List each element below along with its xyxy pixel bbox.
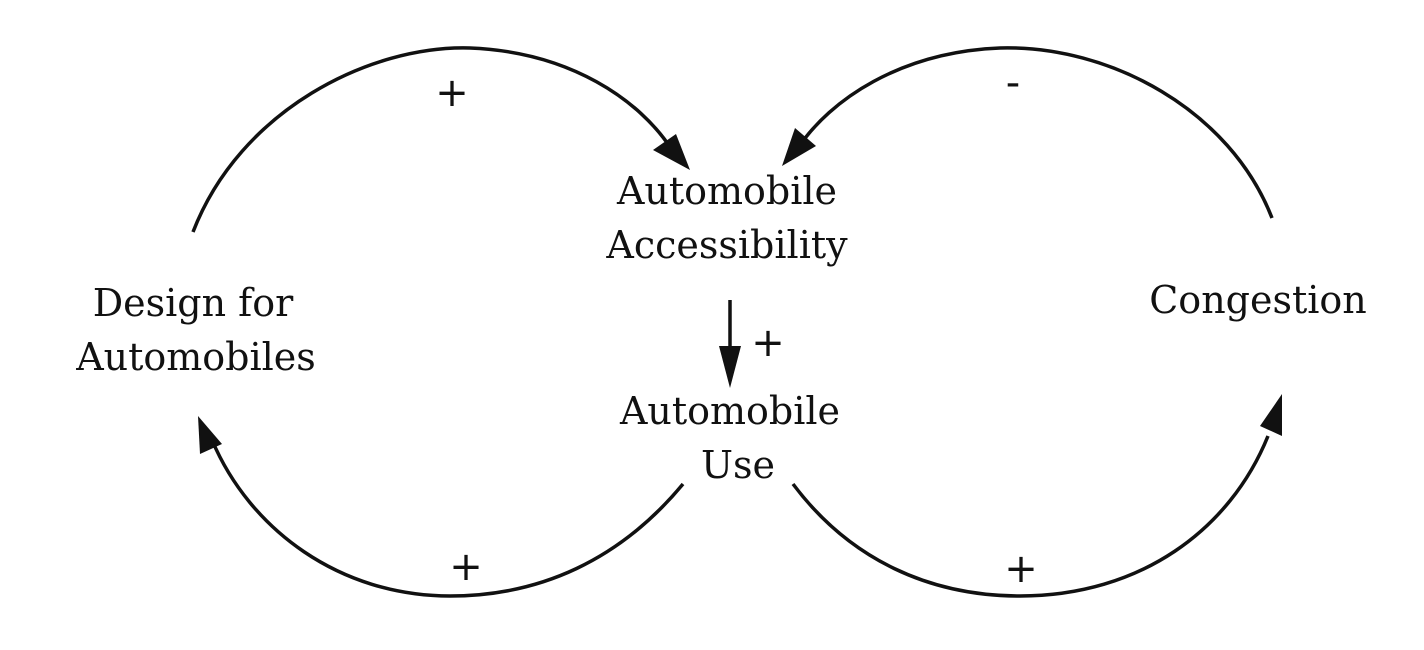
link-design-to-accessibility: + [191, 46, 690, 233]
node-design-for-automobiles-line1: Design for [93, 281, 294, 325]
polarity-design-to-accessibility: + [435, 70, 469, 116]
polarity-congestion-to-accessibility: - [1006, 60, 1020, 106]
node-automobile-use: Automobile Use [619, 389, 840, 487]
node-automobile-use-line1: Automobile [619, 389, 840, 433]
link-use-to-congestion: + [791, 394, 1282, 598]
node-automobile-accessibility-line1: Automobile [616, 169, 837, 213]
node-automobile-accessibility: Automobile Accessibility [605, 169, 848, 267]
link-congestion-to-accessibility-curve [796, 46, 1274, 219]
link-use-to-design-curve [210, 439, 685, 598]
node-automobile-use-line2: Use [701, 443, 775, 487]
arrowhead-use-to-congestion [1260, 394, 1282, 436]
arrowhead-design-to-accessibility [653, 134, 690, 170]
arrowhead-congestion-to-accessibility [782, 128, 816, 166]
node-congestion: Congestion [1149, 278, 1367, 322]
polarity-accessibility-to-use: + [751, 320, 785, 366]
link-design-to-accessibility-curve [191, 46, 674, 233]
link-accessibility-to-use: + [719, 300, 785, 388]
link-congestion-to-accessibility: - [782, 46, 1274, 219]
link-use-to-design: + [198, 416, 685, 598]
node-design-for-automobiles: Design for Automobiles [75, 281, 316, 379]
arrowhead-accessibility-to-use [719, 346, 741, 388]
polarity-use-to-congestion: + [1004, 546, 1038, 592]
polarity-use-to-design: + [449, 544, 483, 590]
node-congestion-line1: Congestion [1149, 278, 1367, 322]
node-automobile-accessibility-line2: Accessibility [605, 223, 848, 267]
node-design-for-automobiles-line2: Automobiles [75, 335, 316, 379]
arrowhead-use-to-design [198, 416, 222, 454]
link-use-to-congestion-curve [791, 435, 1270, 598]
